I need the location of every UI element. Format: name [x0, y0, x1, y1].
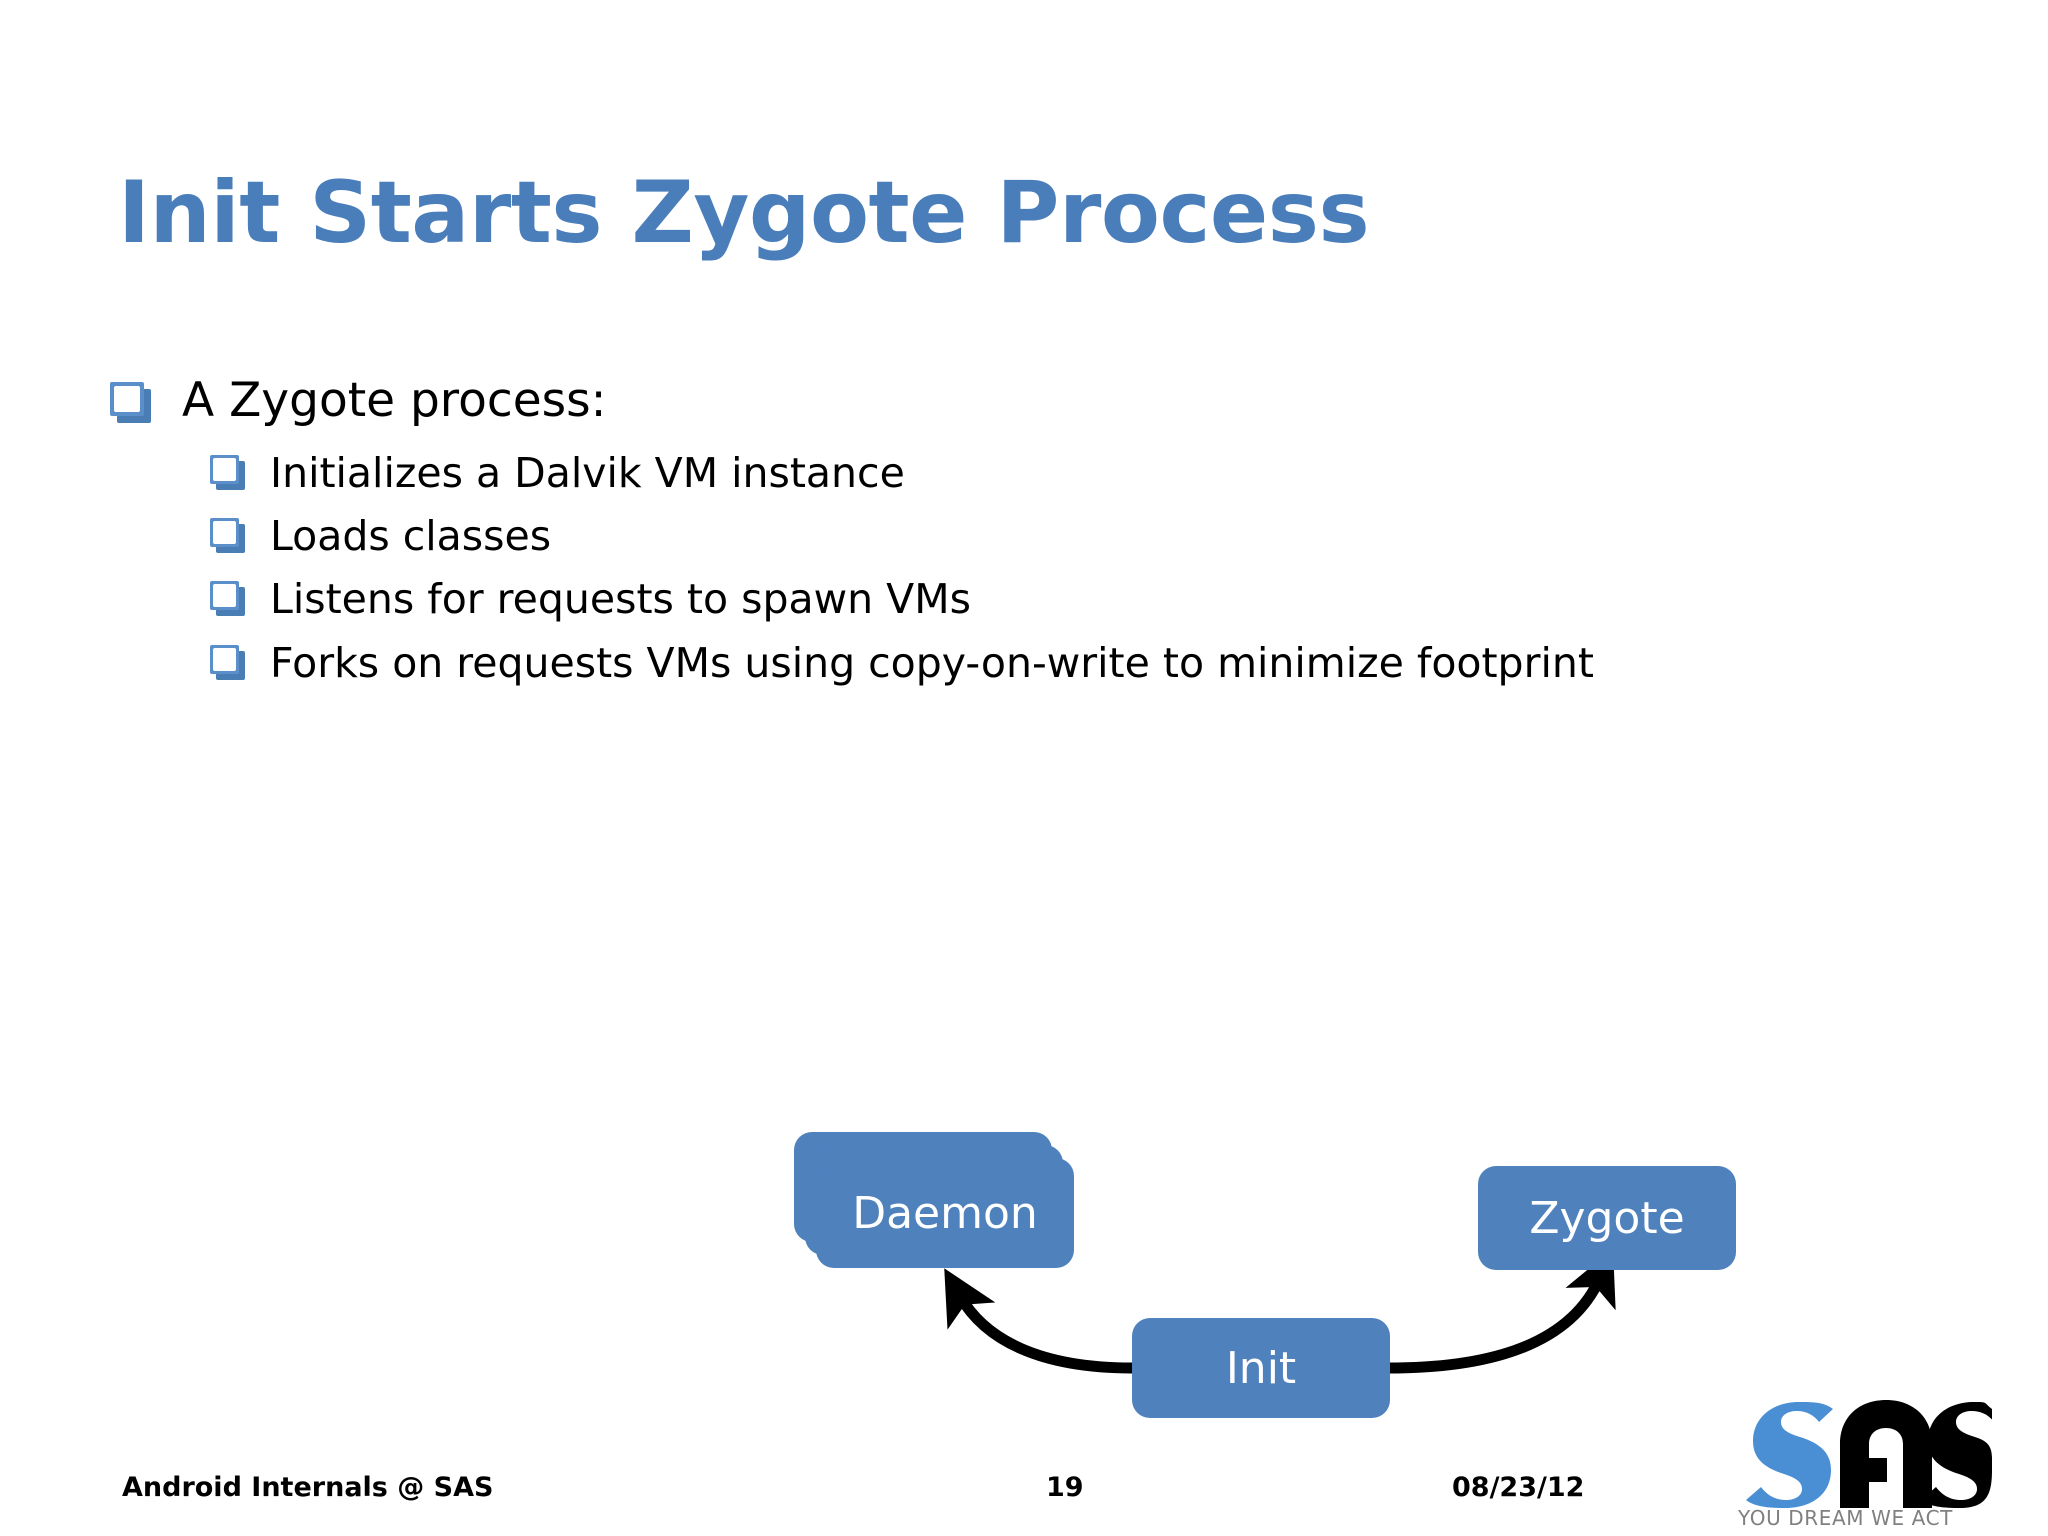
square-bullet-icon	[210, 454, 252, 495]
sas-logo-mark	[1746, 1400, 1994, 1508]
arrow-init-to-daemon	[944, 1268, 1133, 1374]
logo-letter-a	[1840, 1400, 1932, 1508]
footer-left-text: Android Internals @ SAS	[122, 1472, 494, 1503]
node-init: Init	[1132, 1318, 1390, 1418]
square-bullet-icon	[210, 581, 252, 621]
list-item-label: Initializes a Dalvik VM instance	[270, 448, 905, 497]
list-item: Initializes a Dalvik VM instance	[210, 447, 1910, 500]
bullet-list: A Zygote process: Initializes a Dalvik V…	[110, 372, 1910, 700]
list-item: Forks on requests VMs using copy-on-writ…	[210, 637, 1910, 690]
page-title: Init Starts Zygote Process	[118, 163, 1370, 263]
square-bullet-icon	[210, 644, 252, 685]
logo-letter-s2	[1921, 1402, 1994, 1508]
list-item-label: Listens for requests to spawn VMs	[270, 575, 971, 624]
node-daemon: Daemon	[794, 1132, 1094, 1292]
list-item-label: Loads classes	[270, 512, 552, 561]
list-item-label: Forks on requests VMs using copy-on-writ…	[270, 638, 1594, 687]
list-item: Listens for requests to spawn VMs	[210, 573, 1910, 626]
list-item-label: A Zygote process:	[182, 373, 607, 428]
node-daemon-label: Daemon	[852, 1187, 1038, 1239]
arrow-init-to-zygote	[1389, 1248, 1616, 1374]
square-bullet-icon	[110, 382, 160, 428]
node-init-label: Init	[1225, 1342, 1297, 1394]
footer-page-number: 19	[1046, 1472, 1084, 1503]
list-item: Loads classes	[210, 510, 1910, 563]
node-zygote-label: Zygote	[1529, 1192, 1685, 1244]
daemon-stack-layer-front: Daemon	[816, 1158, 1074, 1268]
list-item: A Zygote process:	[110, 372, 1910, 431]
logo-tagline: YOU DREAM WE ACT	[1738, 1506, 1953, 1530]
footer-date: 08/23/12	[1452, 1472, 1585, 1503]
node-zygote: Zygote	[1478, 1166, 1736, 1270]
logo-letter-s1	[1746, 1402, 1833, 1508]
sas-logo: YOU DREAM WE ACT	[1736, 1396, 1994, 1532]
square-bullet-icon	[210, 518, 252, 558]
